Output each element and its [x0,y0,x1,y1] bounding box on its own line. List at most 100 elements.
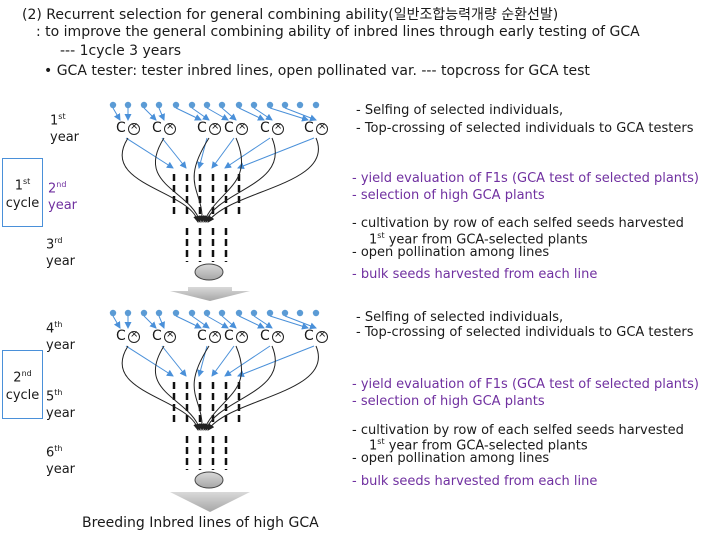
year-1-num: 1 [50,113,59,129]
year-4-num: 4 [46,321,55,337]
plant-label-c: C [224,328,234,344]
topcross-arrow [211,345,235,377]
year-1-word: year [50,130,80,146]
note-c1-from-year: 1st year from GCA-selected plants [369,231,588,247]
seed-dot [281,309,289,317]
year-3-num: 3 [46,237,55,253]
note-c2-yield-eval: - yield evaluation of F1s (GCA test of s… [352,377,699,392]
note-c1-from-year-num: 1 [369,232,378,248]
self-cross-icon [209,331,221,343]
plant-label-c: C [116,328,126,344]
plant-label-c: C [116,120,126,136]
seed-dot [266,309,274,317]
self-cross-mark: × [318,121,327,132]
selfed-seed-arrow [203,345,242,431]
note-c2-from-year-rest: year from GCA-selected plants [384,438,588,454]
header-title: (2) Recurrent selection for general comb… [22,7,559,23]
cycle-2-sup: nd [21,369,32,378]
plant-label-c: C [197,328,207,344]
selfed-seed-arrow [207,137,319,223]
selfing-arrow [158,315,165,329]
self-cross-mark: × [166,329,175,340]
selfing-arrow [143,315,157,329]
selfing-arrow [269,107,309,122]
topcross-arrow [125,345,174,377]
topcross-arrow [237,137,315,170]
cycle-1-word: cycle [5,196,40,212]
note-c1-bulk: - bulk seeds harvested from each line [352,267,598,282]
cycle-2-word: cycle [5,388,40,404]
selfing-arrow [112,315,121,329]
note-c1-topcross: - Top-crossing of selected individuals t… [356,121,694,136]
selfed-seed-arrow [204,345,276,431]
cycle-1-sup: st [22,177,31,186]
topcross-arrow [237,345,315,378]
self-cross-icon [272,123,284,135]
note-c2-from-year: 1st year from GCA-selected plants [369,437,588,453]
note-c2-bulk: - bulk seeds harvested from each line [352,474,598,489]
plant-label-c: C [260,120,270,136]
note-c1-open-pollination: - open pollination among lines [352,245,550,260]
seed-dot [203,101,211,109]
selfing-arrow [238,315,265,329]
seed-dot [296,101,304,109]
topcross-arrow [125,137,174,169]
selfing-arrow [112,107,121,121]
self-cross-icon [316,123,328,135]
self-cross-icon [316,331,328,343]
self-cross-mark: × [238,121,247,132]
topcross-arrow [211,137,235,169]
note-c1-selection: - selection of high GCA plants [352,188,545,203]
selfing-arrow [238,107,265,121]
seed-dot [140,101,148,109]
self-cross-icon [164,123,176,135]
seed-dot [140,309,148,317]
note-c2-selection: - selection of high GCA plants [352,394,545,409]
selfing-arrow [269,315,309,330]
selfing-arrow [143,107,157,121]
selfing-arrow [158,107,165,121]
topcross-arrow [161,345,187,377]
plant-label-c: C [260,328,270,344]
note-c1-selfing: - Selfing of selected individuals, [356,103,564,118]
header-duration: --- 1cycle 3 years [60,43,182,59]
year-4-word: year [46,338,76,354]
note-c2-topcross: - Top-crossing of selected individuals t… [356,325,694,340]
self-cross-mark: × [318,329,327,340]
seed-dot [312,101,320,109]
note-c1-from-year-rest: year from GCA-selected plants [384,232,588,248]
year-5-num: 5 [46,389,55,405]
year-6-word: year [46,462,76,478]
topcross-arrow [161,137,187,169]
selfed-seed-arrow [204,137,276,223]
year-1-sup: st [58,112,66,121]
selfing-arrow [284,315,317,330]
self-cross-icon [236,123,248,135]
seed-dot [155,101,163,109]
self-cross-icon [128,123,140,135]
selfed-seed-arrow [193,137,210,223]
footer-conclusion: Breeding Inbred lines of high GCA [82,515,319,531]
note-c2-from-year-num: 1 [369,438,378,454]
selfing-arrow [191,315,210,329]
year-5-sup: th [54,388,63,397]
seed-dot [188,101,196,109]
selfed-seed-arrow [121,345,201,431]
selfed-seed-arrow [154,345,202,431]
next-cycle-arrow [170,287,250,301]
year-3-word: year [46,254,76,270]
note-c1-cultivation: - cultivation by row of each selfed seed… [352,216,684,231]
bulk-seed-icon [194,263,224,281]
cycle-1-num: 1 [14,178,23,194]
seed-dot [250,101,258,109]
year-6-sup: th [54,444,63,453]
plant-label-c: C [304,120,314,136]
selfing-arrow [175,315,202,329]
selfing-arrow [206,315,229,329]
selfed-seed-arrow [207,345,319,431]
year-6-num: 6 [46,445,55,461]
